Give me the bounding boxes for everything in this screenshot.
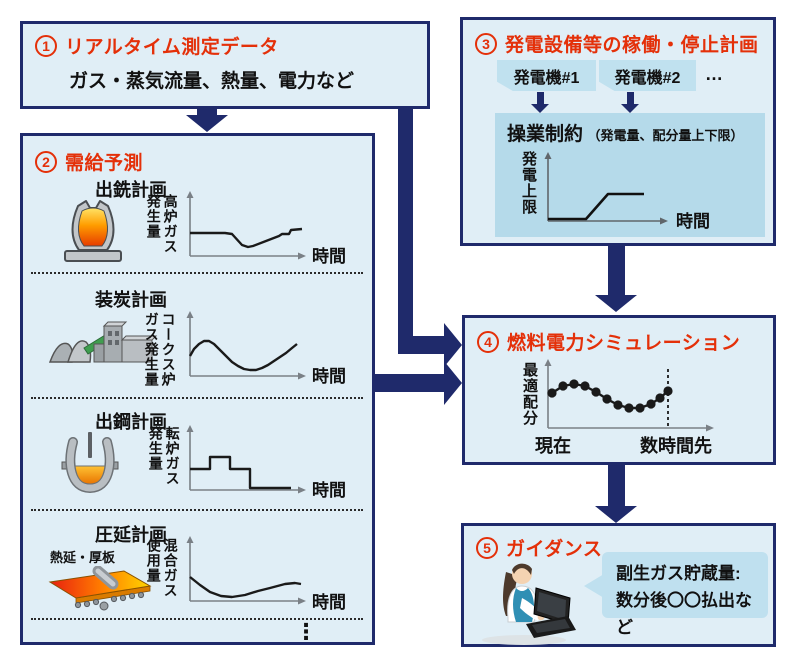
section-coal-charging-plan-label: 装炭計画 <box>95 290 167 310</box>
chart1-ylabel: 高炉ガス 発生量 <box>145 194 179 274</box>
arrow-box2-to-box4 <box>374 374 444 392</box>
arrow-box1-to-box4-head <box>444 323 462 367</box>
coke-oven-icon <box>48 321 158 363</box>
section-rolling-plan-label: 圧延計画 <box>95 525 167 545</box>
generator-2-arrow <box>627 92 634 105</box>
blast-furnace-icon <box>64 200 122 262</box>
panel-guidance: 5 ガイダンス 副生ガス貯蔵量: 数分後〇〇払出など <box>461 523 776 647</box>
simulation-xlabel-horizon: 数時間先 <box>640 436 712 456</box>
chart4-ylabel-col1: 混合ガス <box>162 538 179 598</box>
converter-icon <box>61 432 119 494</box>
constraint-chart-ylabel: 発電上限 <box>519 151 537 231</box>
chart1-ylabel-col1: 高炉ガス <box>162 194 179 254</box>
chart2-ylabel-col2: ガス発生量 <box>143 312 160 387</box>
panel3-title: 発電設備等の稼働・停止計画 <box>505 35 759 56</box>
panel5-number-badge: 5 <box>476 536 498 559</box>
panel2-title-row: 2 需給予測 <box>35 148 143 175</box>
constraint-chart-xlabel: 時間 <box>676 212 710 231</box>
panel1-title: リアルタイム測定データ <box>65 37 279 58</box>
generation-limit-chart <box>544 152 668 225</box>
panel1-number-badge: 1 <box>35 34 57 57</box>
section-tapping-plan-label: 出銑計画 <box>95 180 167 200</box>
arrow-box4-to-box5 <box>608 465 625 507</box>
panel4-number-badge: 4 <box>477 330 499 353</box>
generator-1-tag: 発電機#1 <box>497 60 596 91</box>
rolling-mill-icon <box>48 566 152 611</box>
chart4-xlabel: 時間 <box>312 593 346 612</box>
blast-furnace-gas-chart <box>186 191 306 260</box>
bubble-line-1: 副生ガス貯蔵量: <box>616 564 741 583</box>
panel2-number-badge: 2 <box>35 150 57 173</box>
chart4-ylabel: 混合ガス 使用量 <box>145 538 179 618</box>
panel-realtime-data: 1 リアルタイム測定データ ガス・蒸気流量、熱量、電力など <box>20 21 430 109</box>
panel-fuel-power-simulation: 4 燃料電力シミュレーション 最適配分 現在 数時間先 <box>462 315 776 465</box>
chart2-xlabel: 時間 <box>312 367 346 386</box>
panel2-title: 需給予測 <box>65 153 144 174</box>
bubble-line-2: 数分後〇〇払出など <box>616 591 752 638</box>
chart2-ylabel-col1: コークス炉 <box>160 312 177 387</box>
chart1-xlabel: 時間 <box>312 247 346 266</box>
arrow-box4-to-box5-head <box>595 506 637 523</box>
chart4-ylabel-col2: 使用量 <box>145 538 162 583</box>
chart3-ylabel-col1: 転炉ガス <box>164 426 181 486</box>
more-sections-ellipsis: ⋮ <box>295 619 317 644</box>
section-divider <box>31 397 363 399</box>
arrow-box2-to-box4-head <box>444 361 462 405</box>
chart3-ylabel-col2: 発生量 <box>147 426 164 471</box>
constraint-note: （発電量、配分量上下限） <box>587 128 744 143</box>
arrow-box1-to-box4-vertical <box>398 107 413 354</box>
arrow-box1-to-box2 <box>197 107 217 116</box>
chart2-ylabel: コークス炉 ガス発生量 <box>143 312 177 398</box>
optimal-allocation-chart <box>544 359 714 432</box>
speech-bubble-tail <box>584 574 604 598</box>
panel5-title-row: 5 ガイダンス <box>476 534 602 561</box>
section-divider <box>31 272 363 274</box>
panel4-title: 燃料電力シミュレーション <box>507 333 741 354</box>
arrow-box1-to-box2-head <box>186 115 228 132</box>
panel3-number-badge: 3 <box>475 32 497 55</box>
generator-2-arrow-head <box>621 104 639 113</box>
chart3-xlabel: 時間 <box>312 481 346 500</box>
section-divider <box>31 509 363 511</box>
simulation-xlabel-now: 現在 <box>535 436 571 456</box>
mixed-gas-usage-chart <box>186 536 306 605</box>
more-generators-ellipsis: … <box>705 64 723 84</box>
coke-oven-gas-chart <box>186 311 306 380</box>
panel5-title: ガイダンス <box>506 539 603 560</box>
panel1-title-row: 1 リアルタイム測定データ <box>35 32 279 59</box>
chart1-ylabel-col2: 発生量 <box>145 194 162 239</box>
allocation-data-dots <box>547 379 673 413</box>
simulation-ylabel-text: 最適配分 <box>521 362 538 426</box>
generator-1-arrow-head <box>531 104 549 113</box>
simulation-chart-ylabel: 最適配分 <box>520 362 538 436</box>
speech-bubble: 副生ガス貯蔵量: 数分後〇〇払出など <box>602 552 768 637</box>
arrow-box3-to-box4-head <box>595 295 637 312</box>
section-steel-tapping-plan-label: 出鋼計画 <box>95 412 167 432</box>
constraint-heading: 操業制約 （発電量、配分量上下限） <box>507 119 743 146</box>
generator-2-tag: 発電機#2 <box>599 60 696 91</box>
constraint-title: 操業制約 <box>507 124 584 145</box>
operation-constraint-box: 操業制約 （発電量、配分量上下限） 発電上限 時間 <box>495 113 765 237</box>
panel-supply-demand-forecast: 2 需給予測 出銑計画 高炉ガス 発生量 時間 装炭計画 <box>20 133 375 645</box>
operator-person-icon <box>482 563 576 645</box>
section-divider <box>31 618 363 620</box>
chart3-ylabel: 転炉ガス 発生量 <box>147 426 181 506</box>
panel-generation-schedule: 3 発電設備等の稼働・停止計画 発電機#1 発電機#2 … 操業制約 （発電量、… <box>460 17 776 246</box>
panel3-title-row: 3 発電設備等の稼働・停止計画 <box>475 30 759 57</box>
rolling-sublabel: 熱延・厚板 <box>50 550 116 565</box>
arrow-box3-to-box4 <box>608 246 625 296</box>
panel4-title-row: 4 燃料電力シミュレーション <box>477 328 740 355</box>
panel1-subtitle: ガス・蒸気流量、熱量、電力など <box>69 71 355 92</box>
converter-gas-chart <box>186 425 306 494</box>
arrow-box1-to-box4-horizontal <box>398 336 444 354</box>
constraint-ylabel-text: 発電上限 <box>520 151 537 215</box>
generator-1-arrow <box>537 92 544 105</box>
